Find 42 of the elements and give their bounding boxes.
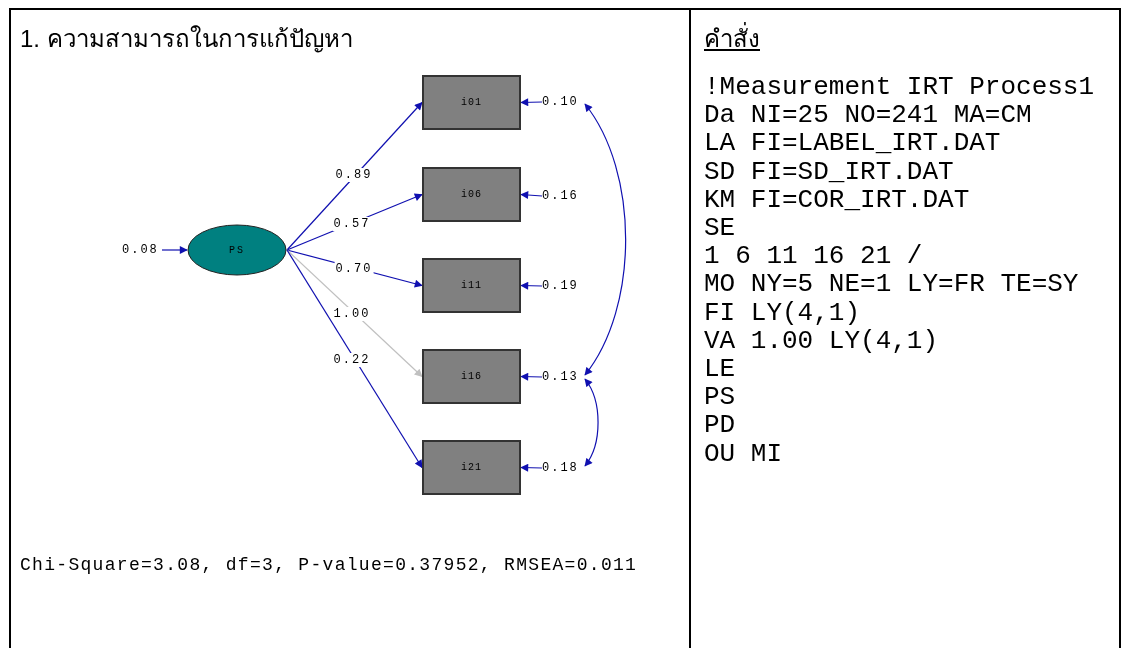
- observed-variable-box: i01: [422, 75, 521, 130]
- syntax-line: !Measurement IRT Process1: [704, 73, 1095, 101]
- error-variance: 0.19: [542, 278, 579, 294]
- syntax-line: Da NI=25 NO=241 MA=CM: [704, 101, 1032, 130]
- command-heading: คำสั่ง: [704, 24, 760, 54]
- latent-variable-ellipse: PS: [187, 224, 287, 276]
- syntax-line: LA FI=LABEL_IRT.DAT: [704, 129, 1001, 158]
- arrow: [520, 191, 543, 199]
- syntax-line: LE: [704, 355, 736, 383]
- arrow: [286, 101, 423, 251]
- path-coefficient: 0.57: [332, 217, 372, 231]
- syntax-line: MO NY=5 NE=1 LY=FR TE=SY: [704, 270, 1079, 299]
- syntax-line: PS: [704, 383, 736, 412]
- error-variance: 0.13: [542, 369, 579, 385]
- syntax-line: PD: [704, 411, 736, 440]
- arrow: [520, 372, 543, 381]
- arrow: [520, 281, 543, 290]
- error-variance: 0.10: [542, 94, 579, 110]
- covariance-arrow: [584, 103, 627, 376]
- syntax-line: 1 6 11 16 21 /: [704, 242, 923, 271]
- arrow: [520, 98, 543, 107]
- observed-variable-box: i21: [422, 440, 521, 495]
- arrow: [286, 249, 423, 469]
- error-variance: 0.16: [542, 188, 579, 204]
- syntax-line: OU MI: [704, 439, 782, 468]
- observed-variable-box: i11: [422, 258, 521, 313]
- covariance-arrow: [584, 378, 599, 467]
- syntax-line: VA 1.00 LY(4,1): [704, 326, 939, 355]
- syntax-line: FI LY(4,1): [704, 298, 861, 327]
- arrow: [520, 463, 543, 472]
- error-variance: 0.18: [542, 460, 579, 476]
- arrow: [161, 246, 188, 254]
- observed-variable-box: i06: [422, 167, 521, 222]
- observed-variable-box: i16: [422, 349, 521, 404]
- fit-statistics: Chi-Square=3.08, df=3, P-value=0.37952, RMSEA=0.011: [20, 555, 638, 575]
- syntax-line: SE: [704, 214, 736, 242]
- path-coefficient: 0.70: [334, 262, 374, 276]
- error-variance: 0.08: [122, 242, 159, 258]
- syntax-line: KM FI=COR_IRT.DAT: [704, 185, 970, 214]
- section-heading: 1. ความสามารถในการแก้ปัญหา: [20, 24, 353, 54]
- arrow: [286, 249, 423, 378]
- syntax-line: SD FI=SD_IRT.DAT: [704, 157, 954, 186]
